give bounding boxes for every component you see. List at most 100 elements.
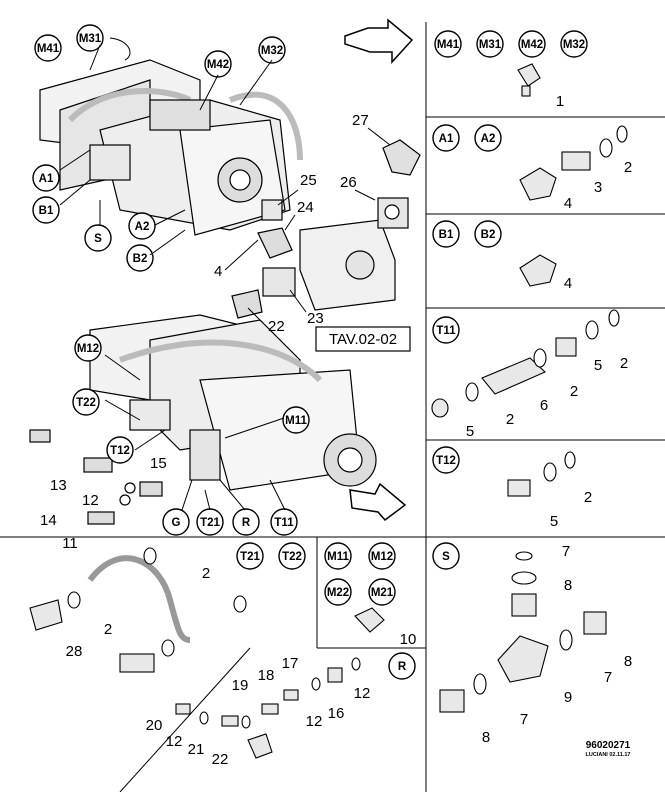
callout-t12: T12 — [106, 436, 134, 464]
callout-m32-circle — [258, 36, 286, 64]
section-badge-m22-circle — [324, 578, 352, 606]
part-number: 26 — [340, 174, 357, 191]
section-badge-a2-label: A2 — [481, 133, 496, 145]
drawing-author-date: LUCIANI 02.11.17 — [586, 752, 631, 758]
section-badge-a1-circle — [432, 124, 460, 152]
part-number: 2 — [202, 565, 210, 582]
callout-r-label: R — [242, 517, 251, 529]
callout-m11-label: M11 — [285, 415, 307, 427]
section-badge-t22-circle — [278, 542, 306, 570]
part-number: 3 — [594, 179, 602, 196]
callout-m31-circle — [76, 24, 104, 52]
callout-a1: A1 — [32, 164, 60, 192]
part-number: 18 — [258, 667, 275, 684]
callout-b2-label: B2 — [133, 253, 148, 265]
callout-a2-circle — [128, 212, 156, 240]
section-badge-s-circle — [432, 542, 460, 570]
bottom-assembly-part-numbers: 13 15 12 14 — [40, 455, 167, 529]
section-badge-m32-label: M32 — [563, 39, 585, 51]
section-badge-m41: M41 — [434, 30, 462, 58]
section-badge-m41-label: M41 — [437, 39, 460, 51]
section-badge-a1: A1 — [432, 124, 460, 152]
pump-assembly-top — [39, 59, 421, 319]
section-badge-m12: M12 — [368, 542, 396, 570]
callout-m32: M32 — [258, 36, 286, 64]
part-number: 17 — [282, 655, 299, 672]
pump-assembly-bottom — [29, 314, 377, 525]
part-number: 2 — [104, 621, 112, 638]
callout-t22-circle — [72, 388, 100, 416]
section-badge-a2: A2 — [474, 124, 502, 152]
part-number: 13 — [50, 477, 67, 494]
section-badge-t11-circle — [432, 316, 460, 344]
part-number: 9 — [564, 689, 572, 706]
callout-m11-circle — [282, 406, 310, 434]
tav-label: TAV.02-02 — [329, 331, 397, 348]
section-badge-m22: M22 — [324, 578, 352, 606]
callout-m41: M41 — [34, 34, 62, 62]
section-badge-t21-circle — [236, 542, 264, 570]
callout-r-circle — [232, 508, 260, 536]
section-badge-m11-circle — [324, 542, 352, 570]
part-number: 4 — [564, 195, 572, 212]
callout-s: S — [84, 224, 112, 252]
part-number: 1 — [556, 93, 564, 110]
section-badge-s: S — [432, 542, 460, 570]
part-number: 11 — [62, 535, 78, 552]
section-badge-m42: M42 — [518, 30, 546, 58]
right-column-parts — [29, 63, 628, 759]
section-badge-b1: B1 — [432, 220, 460, 248]
section-badge-m32: M32 — [560, 30, 588, 58]
section-badge-t11: T11 — [432, 316, 460, 344]
drawing-reference-code: 96020271 — [586, 740, 631, 751]
part-number: 7 — [604, 669, 612, 686]
section-badge-b1-label: B1 — [439, 229, 454, 241]
part-number: 5 — [466, 423, 474, 440]
section-badge-t22-label: T22 — [282, 551, 302, 563]
part-number: 8 — [624, 653, 632, 670]
callout-m32-label: M32 — [261, 45, 283, 57]
callout-t11: T11 — [270, 508, 298, 536]
callout-s-label: S — [94, 233, 102, 245]
section-badge-m42-label: M42 — [521, 39, 543, 51]
section-badge-t12: T12 — [432, 446, 460, 474]
callout-t21: T21 — [196, 508, 224, 536]
part-number: 2 — [506, 411, 514, 428]
tav-label-box — [315, 326, 411, 352]
part-number: 7 — [520, 711, 528, 728]
section-badge-r-label: R — [398, 661, 407, 673]
part-number: 2 — [624, 159, 632, 176]
part-number: 21 — [188, 741, 205, 758]
section-badge-r-circle — [388, 652, 416, 680]
part-number: 2 — [620, 355, 628, 372]
part-number: 12 — [82, 492, 99, 509]
callout-s-circle — [84, 224, 112, 252]
section-badge-t21-label: T21 — [240, 551, 260, 563]
top-assembly-part-numbers: 27 26 25 24 4 22 23 — [214, 112, 369, 335]
part-number: 14 — [40, 512, 57, 529]
part-number: 7 — [562, 543, 570, 560]
part-number: 4 — [564, 275, 572, 292]
part-number: 28 — [66, 643, 83, 660]
section-badge-m12-circle — [368, 542, 396, 570]
part-number: 22 — [212, 751, 229, 768]
section-badge-m21: M21 — [368, 578, 396, 606]
part-number: 2 — [570, 383, 578, 400]
callout-m31-label: M31 — [79, 33, 102, 45]
callout-g: G — [162, 508, 190, 536]
callout-t11-label: T11 — [274, 517, 294, 529]
callout-a2: A2 — [128, 212, 156, 240]
section-badge-r: R — [388, 652, 416, 680]
callout-m42-label: M42 — [207, 59, 229, 71]
section-badge-m41-circle — [434, 30, 462, 58]
section-badge-m22-label: M22 — [327, 587, 349, 599]
callout-g-circle — [162, 508, 190, 536]
part-number: 25 — [300, 172, 317, 189]
callout-m12-circle — [74, 334, 102, 362]
callout-t21-label: T21 — [200, 517, 220, 529]
callout-b2: B2 — [126, 244, 154, 272]
